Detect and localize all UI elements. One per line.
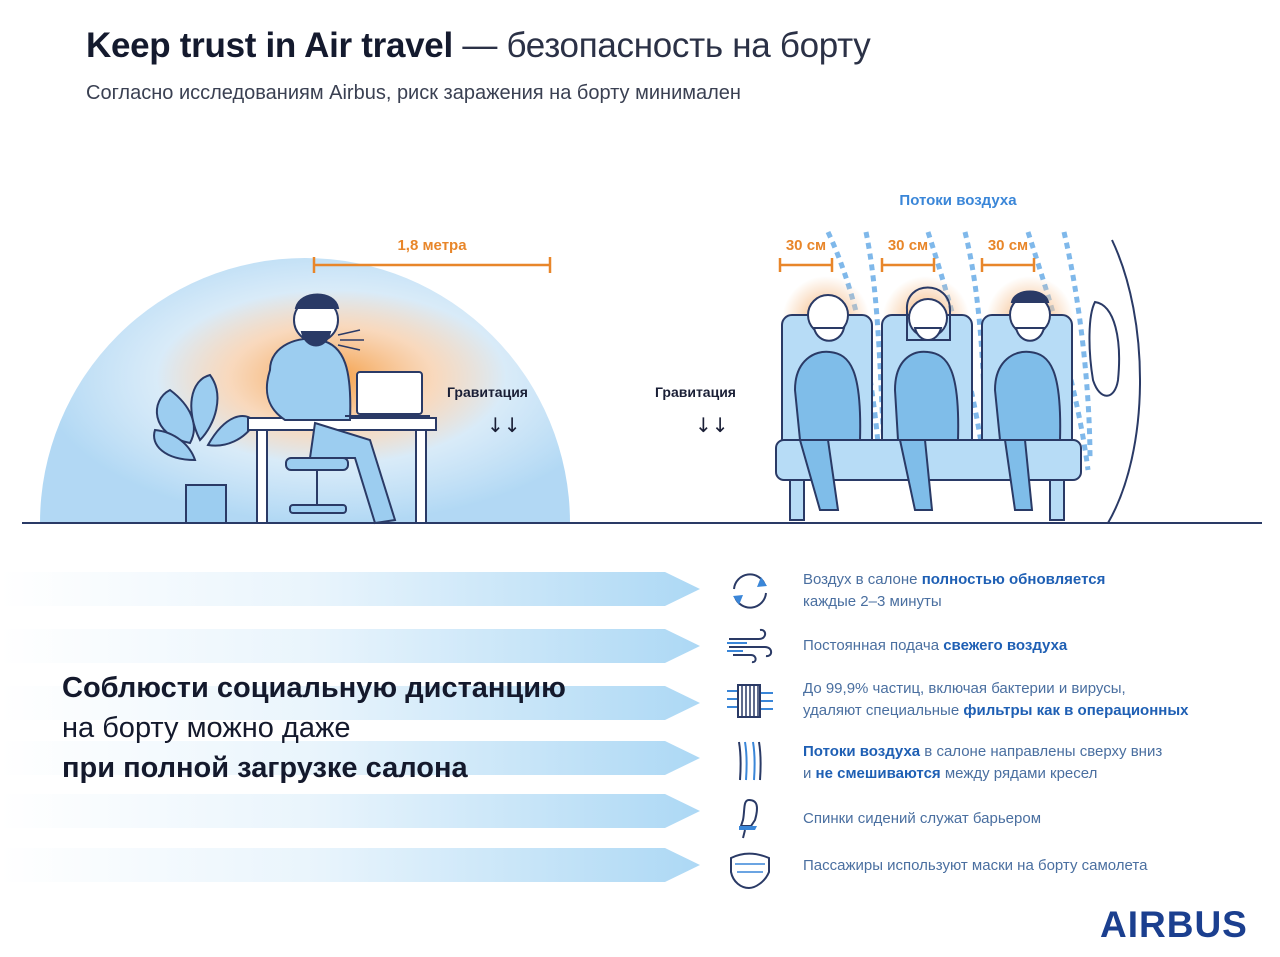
seat-icon xyxy=(739,798,758,839)
chair xyxy=(285,457,349,514)
feature-1-line2: каждые 2–3 минуты xyxy=(803,593,942,610)
feature-seat-barrier: Спинки сидений служат барьером xyxy=(803,808,1041,830)
desk xyxy=(247,417,437,524)
person-working xyxy=(265,293,430,525)
feature-1-bold: полностью обновляется xyxy=(921,571,1106,588)
headline-line-1: Соблюсти социальную дистанцию xyxy=(62,672,566,704)
feature-4-line2-post: между рядами кресел xyxy=(940,765,1098,782)
passengers xyxy=(793,286,1062,511)
feature-3-line2: удаляют специальные xyxy=(803,702,964,719)
arrow-band-5 xyxy=(0,794,700,828)
feature-3-bold: фильтры как в операционных xyxy=(963,702,1189,719)
arrow-band-6 xyxy=(0,848,700,882)
title-bold: Keep trust in Air travel xyxy=(86,26,453,65)
seat-gap-label-2: 30 см xyxy=(888,237,928,254)
page-title: Keep trust in Air travel — безопасность … xyxy=(86,26,871,66)
gravity-arrows-right: ↓↓ xyxy=(695,413,729,437)
gravity-label-left: Гравитация xyxy=(447,384,528,400)
gravity-label-right: Гравитация xyxy=(655,384,736,400)
feature-1-text: Воздух в салоне xyxy=(803,571,922,588)
feature-air-renewal: Воздух в салоне полностью обновляется ка… xyxy=(803,569,1105,613)
page-subtitle: Согласно исследованиям Airbus, риск зара… xyxy=(86,82,741,104)
feature-fresh-air: Постоянная подача свежего воздуха xyxy=(803,635,1067,657)
feature-3-text: До 99,9% частиц, включая бактерии и виру… xyxy=(803,680,1126,697)
title-rest: — безопасность на борту xyxy=(452,26,871,65)
fuselage xyxy=(1088,239,1141,524)
headline-line-2: на борту можно даже xyxy=(62,712,351,744)
mask-icon xyxy=(730,852,770,890)
headline-line-3: при полной загрузке салона xyxy=(62,752,468,784)
illustration-scene: 1,8 метра Гравитация ↓↓ Гравитация ↓↓ xyxy=(22,192,1262,525)
airflow-label: Потоки воздуха xyxy=(899,192,1017,209)
airbus-logo: AIRBUS xyxy=(1100,904,1248,945)
feature-2-text: Постоянная подача xyxy=(803,637,944,654)
arrow-band-3 xyxy=(0,686,700,720)
feature-masks: Пассажиры используют маски на борту само… xyxy=(803,855,1147,877)
feature-airflow: Потоки воздуха в салоне направлены сверх… xyxy=(803,741,1162,785)
feature-4-text: в салоне направлены сверху вниз xyxy=(920,743,1163,760)
refresh-icon xyxy=(733,573,767,609)
feature-5-text: Спинки сидений служат барьером xyxy=(803,810,1042,827)
feature-6-text: Пассажиры используют маски на борту само… xyxy=(803,857,1148,874)
arrow-band-2 xyxy=(0,629,700,663)
wind-icon xyxy=(727,628,773,664)
filter-icon xyxy=(727,684,773,718)
airflow-icon xyxy=(738,741,762,781)
gravity-arrows-left: ↓↓ xyxy=(487,413,521,437)
feature-2-bold: свежего воздуха xyxy=(943,637,1068,654)
arrow-band-4 xyxy=(0,741,700,775)
distance-measure xyxy=(312,257,552,273)
feature-4-bold: Потоки воздуха xyxy=(803,743,921,760)
feature-4-line2-bold: не смешиваются xyxy=(815,765,941,782)
seat-gap-label-1: 30 см xyxy=(786,237,826,254)
seat-gap-measures xyxy=(778,258,1036,272)
feature-4-line2-pre: и xyxy=(803,765,816,782)
seat-gap-label-3: 30 см xyxy=(988,237,1028,254)
headline: Соблюсти социальную дистанцию на борту м… xyxy=(62,668,566,788)
feature-filters: До 99,9% частиц, включая бактерии и виру… xyxy=(803,678,1188,722)
arrow-band-1 xyxy=(0,572,700,606)
distance-label: 1,8 метра xyxy=(397,237,467,254)
